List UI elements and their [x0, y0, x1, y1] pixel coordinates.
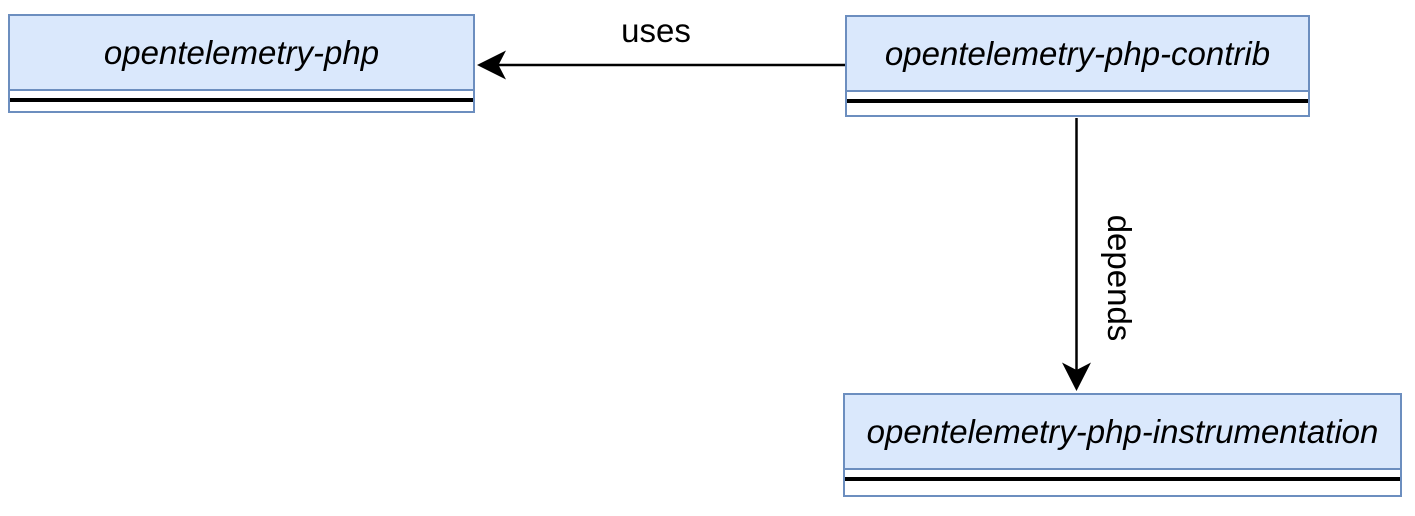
node-title: opentelemetry-php-instrumentation: [845, 395, 1400, 470]
compartment-divider: [847, 99, 1308, 103]
compartment-divider: [10, 98, 473, 102]
node-body: [845, 470, 1400, 495]
node-body: [10, 91, 473, 111]
node-opentelemetry-php-instrumentation[interactable]: opentelemetry-php-instrumentation: [843, 393, 1402, 497]
node-title: opentelemetry-php-contrib: [847, 17, 1308, 92]
node-title: opentelemetry-php: [10, 16, 473, 91]
node-opentelemetry-php-contrib[interactable]: opentelemetry-php-contrib: [845, 15, 1310, 117]
node-body: [847, 92, 1308, 115]
uses-edge-label: uses: [621, 12, 691, 49]
depends-arrow: [1062, 118, 1091, 391]
node-opentelemetry-php[interactable]: opentelemetry-php: [8, 14, 475, 113]
depends-edge-label: depends: [1101, 214, 1138, 342]
compartment-divider: [845, 477, 1400, 481]
uses-arrow: [477, 50, 845, 80]
